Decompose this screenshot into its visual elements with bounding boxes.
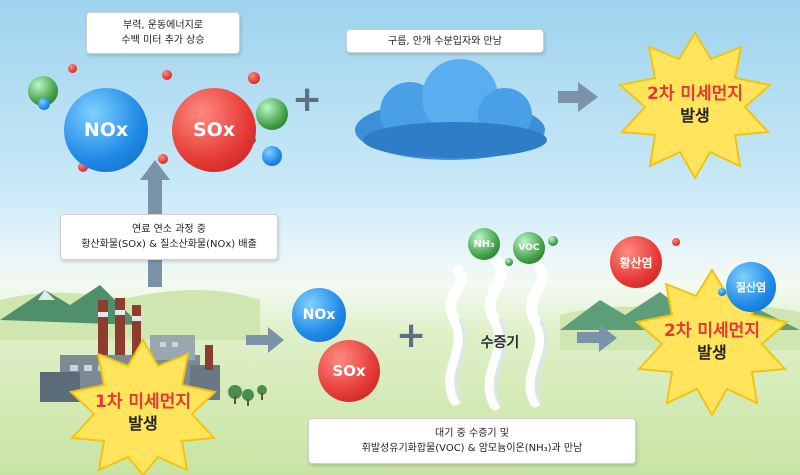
note-vapor-line1: 대기 중 수증기 및 (435, 428, 509, 439)
droplet-red (158, 154, 168, 164)
note-cloud-text: 구름, 안개 수분입자와 만남 (388, 35, 502, 47)
droplet-green (505, 258, 513, 266)
note-buoyancy: 부력, 운동에너지로 수백 미터 추가 상승 (86, 12, 240, 54)
note-combustion-line2: 황산화물(SOx) & 질소산화물(NOx) 배출 (81, 239, 257, 250)
arrow-right-top-head (578, 82, 598, 112)
voc-molecule: VOC (513, 232, 545, 264)
plus-icon: + (396, 315, 427, 356)
note-vapor-line2: 휘발성유기화합물(VOC) & 암모늄이온(NH₃)과 만남 (361, 443, 583, 454)
vapor-label: 수증기 (480, 335, 520, 351)
droplet-red (162, 70, 172, 80)
note-combustion-line1: 연료 연소 과정 중 (132, 224, 206, 235)
secondary-pm-top-line2: 발생 (680, 106, 710, 125)
note-buoyancy-line1: 부력, 운동에너지로 (123, 20, 203, 31)
arrow-right-top (558, 91, 580, 103)
droplet-red (78, 162, 88, 172)
arrow-right-factory (246, 335, 270, 345)
cloud (355, 59, 547, 160)
plus-icon: + (292, 79, 323, 120)
droplet-red (672, 238, 680, 246)
arrow-right-factory-head (268, 327, 284, 353)
vapor-columns (445, 256, 549, 411)
droplet-blue (262, 146, 282, 166)
droplet-blue (38, 98, 50, 110)
droplet-green (256, 98, 288, 130)
note-cloud: 구름, 안개 수분입자와 만남 (346, 29, 544, 53)
primary-pm-line1: 1차 미세먼지 (95, 392, 191, 412)
nitrate-molecule: 질산염 (726, 262, 776, 312)
primary-pm-label: 1차 미세먼지 발생 (73, 391, 213, 435)
primary-pm-line2: 발생 (128, 414, 158, 433)
secondary-pm-top-line1: 2차 미세먼지 (647, 84, 743, 104)
mountain-left-snow (38, 290, 55, 300)
burst-primary (68, 337, 218, 475)
trees (228, 385, 267, 406)
note-combustion: 연료 연소 과정 중 황산화물(SOx) & 질소산화물(NOx) 배출 (60, 214, 278, 260)
droplet-red (248, 72, 260, 84)
arrow-right-bottom (577, 332, 601, 343)
note-vapor: 대기 중 수증기 및 휘발성유기화합물(VOC) & 암모늄이온(NH₃)과 만… (308, 418, 636, 464)
sulfate-molecule: 황산염 (610, 236, 662, 288)
sox-molecule-bottom: SOx (318, 340, 380, 402)
burst-secondary-top (617, 31, 773, 181)
secondary-pm-bottom-label: 2차 미세먼지 발생 (642, 320, 782, 364)
nh3-molecule: NH₃ (468, 228, 500, 260)
secondary-pm-bottom-line1: 2차 미세먼지 (664, 321, 760, 341)
droplet-green (548, 236, 558, 246)
nox-molecule-top: NOx (64, 88, 148, 172)
arrow-up-head (140, 160, 170, 180)
secondary-pm-bottom-line2: 발생 (697, 343, 727, 362)
nox-molecule-bottom: NOx (292, 288, 346, 342)
secondary-pm-top-label: 2차 미세먼지 발생 (625, 83, 765, 127)
droplet-blue (718, 288, 726, 296)
vapor-shadow (454, 318, 548, 407)
arrow-right-bottom-head (599, 324, 617, 352)
sox-molecule-top: SOx (172, 88, 256, 172)
note-buoyancy-line2: 수백 미터 추가 상승 (121, 35, 205, 46)
droplet-red (68, 64, 77, 73)
